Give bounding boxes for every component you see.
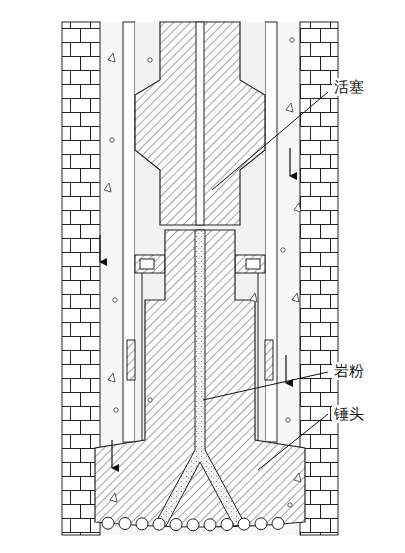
part-label: 岩粉: [332, 362, 366, 380]
part-label: 活塞: [332, 78, 366, 96]
leader-line: [212, 92, 328, 190]
part-label: 锤头: [332, 405, 366, 423]
leader-line: [258, 414, 328, 470]
leader-line: [203, 372, 328, 400]
